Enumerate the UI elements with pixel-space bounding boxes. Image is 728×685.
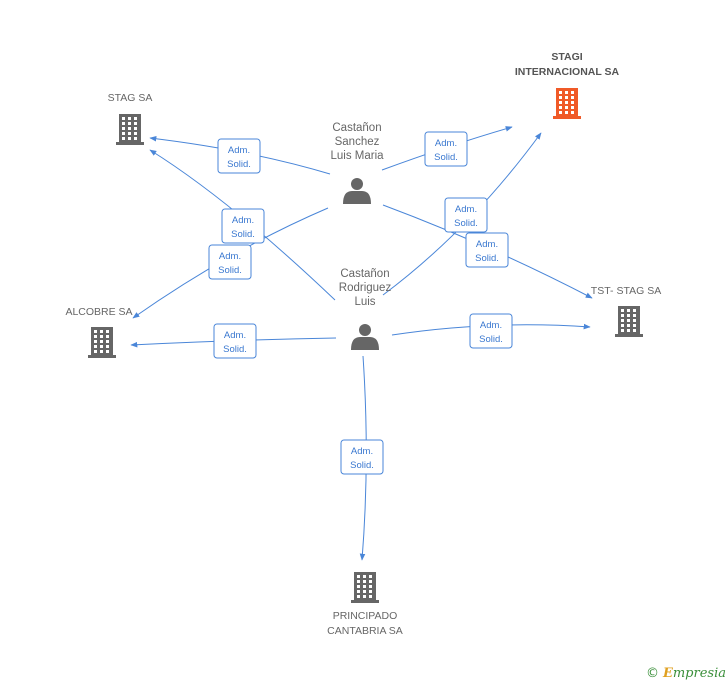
edge-label-text: Adm.	[455, 204, 477, 215]
edge-label-p2-to-alcobre[interactable]: Adm. Solid.	[213, 323, 257, 359]
edge-label-p2-to-stag[interactable]: Adm. Solid.	[221, 208, 265, 244]
edge-label-text: Solid.	[231, 229, 255, 240]
edge-label-text: Adm.	[480, 320, 502, 331]
empresia-logo-text: mpresia	[672, 666, 726, 681]
edge-label-box	[465, 232, 509, 268]
edge-label-box	[208, 244, 252, 280]
person-label: Luis Maria	[330, 150, 384, 162]
company-stagi[interactable]: STAGI INTERNACIONAL SA	[515, 51, 620, 119]
edge-label-p1-to-stagi[interactable]: Adm. Solid.	[424, 131, 468, 167]
edge-label-box	[221, 208, 265, 244]
building-icon	[116, 114, 144, 145]
person-label: Castañon	[340, 268, 389, 280]
person-label: Castañon	[332, 122, 381, 134]
building-icon	[351, 572, 379, 603]
company-label: INTERNACIONAL SA	[515, 66, 620, 78]
company-stag[interactable]: STAG SA	[108, 92, 153, 145]
company-label: CANTABRIA SA	[327, 625, 403, 637]
edge-label-box	[340, 439, 384, 475]
edge-label-text: Solid.	[479, 334, 503, 345]
edge-label-p2-to-stagi[interactable]: Adm. Solid.	[444, 197, 488, 233]
empresia-footer[interactable]: ©Empresia	[646, 666, 726, 681]
company-label: STAG SA	[108, 92, 153, 104]
edge-label-box	[424, 131, 468, 167]
company-alcobre[interactable]: ALCOBRE SA	[65, 306, 133, 358]
edge-label-p2-to-principado[interactable]: Adm. Solid.	[340, 439, 384, 475]
person-label: Luis	[354, 296, 375, 308]
company-label: PRINCIPADO	[333, 610, 398, 622]
person-icon	[343, 178, 371, 204]
edge-labels-layer: Adm. Solid. Adm. Solid. Adm. Solid. Adm. Solid.…	[208, 131, 513, 475]
edge-label-text: Solid.	[218, 265, 242, 276]
edge-label-p1-to-tst[interactable]: Adm. Solid.	[465, 232, 509, 268]
edge-label-box	[469, 313, 513, 349]
person-label: Sanchez	[335, 136, 380, 148]
edge-label-text: Solid.	[454, 218, 478, 229]
empresia-logo-initial: E	[662, 666, 673, 681]
edge-label-p2-to-tst[interactable]: Adm. Solid.	[469, 313, 513, 349]
edge-label-text: Adm.	[351, 446, 373, 457]
company-principado[interactable]: PRINCIPADO CANTABRIA SA	[327, 572, 403, 637]
edge-label-text: Adm.	[219, 251, 241, 262]
edge-label-text: Solid.	[223, 344, 247, 355]
person-label: Rodriguez	[339, 282, 392, 294]
building-icon	[553, 88, 581, 119]
edge-label-p1-to-alcobre[interactable]: Adm. Solid.	[208, 244, 252, 280]
building-icon	[615, 306, 643, 337]
person-icon	[351, 324, 379, 350]
edge-label-text: Solid.	[350, 460, 374, 471]
nodes-layer: STAGI INTERNACIONAL SA STAG SA ALCOBRE SA TS…	[65, 51, 661, 637]
edge-label-text: Solid.	[475, 253, 499, 264]
company-tst[interactable]: TST- STAG SA	[591, 285, 661, 337]
company-label: STAGI	[551, 51, 582, 63]
edge-label-text: Adm.	[224, 330, 246, 341]
edge-label-text: Adm.	[232, 215, 254, 226]
edge-label-text: Solid.	[434, 152, 458, 163]
copyright-symbol: ©	[645, 666, 659, 681]
edge-label-text: Adm.	[228, 145, 250, 156]
edge-label-text: Solid.	[227, 159, 251, 170]
company-label: ALCOBRE SA	[65, 306, 132, 318]
edge-label-text: Adm.	[476, 239, 498, 250]
edge-label-box	[213, 323, 257, 359]
edge-label-p1-to-stag[interactable]: Adm. Solid.	[217, 138, 261, 174]
edge-label-text: Adm.	[435, 138, 457, 149]
building-icon	[88, 327, 116, 358]
edge-label-box	[217, 138, 261, 174]
edge-label-box	[444, 197, 488, 233]
company-label: TST- STAG SA	[591, 285, 661, 297]
